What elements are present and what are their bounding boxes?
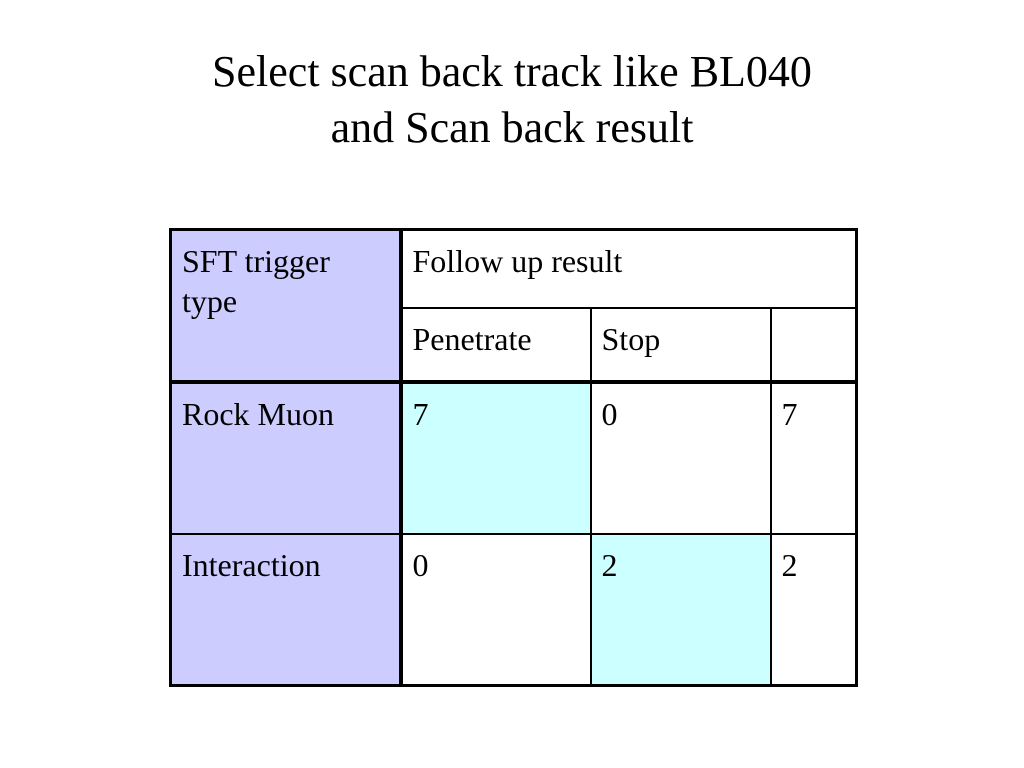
cell-interaction-penetrate: 0 (399, 532, 592, 687)
cell-interaction-stop: 2 (589, 532, 772, 687)
cell-interaction-total: 2 (769, 532, 858, 687)
penetrate-header-cell: Penetrate (399, 306, 592, 384)
stop-header-cell: Stop (589, 306, 772, 384)
row-label-rock-muon: Rock Muon (169, 379, 403, 535)
table-row: Interaction 0 2 2 (169, 532, 858, 687)
follow-up-result-header-cell: Follow up result (399, 228, 858, 309)
table-header-row: SFT trigger type Follow up result (169, 228, 858, 383)
slide-title: Select scan back track like BL040 and Sc… (0, 44, 1024, 156)
table-subheader-row: Penetrate Stop (171, 306, 858, 384)
slide-title-line-2: and Scan back result (330, 103, 694, 152)
table-row: Rock Muon 7 0 7 (169, 379, 858, 535)
total-header-cell (769, 306, 858, 384)
slide-title-line-1: Select scan back track like BL040 (212, 47, 812, 96)
row-label-interaction: Interaction (169, 532, 403, 687)
cell-rock-muon-total: 7 (769, 379, 858, 535)
cell-rock-muon-stop: 0 (589, 379, 772, 535)
cell-rock-muon-penetrate: 7 (399, 379, 592, 535)
scan-back-result-table: SFT trigger type Follow up result Penetr… (169, 228, 858, 687)
trigger-type-header-cell: SFT trigger type (169, 228, 403, 383)
